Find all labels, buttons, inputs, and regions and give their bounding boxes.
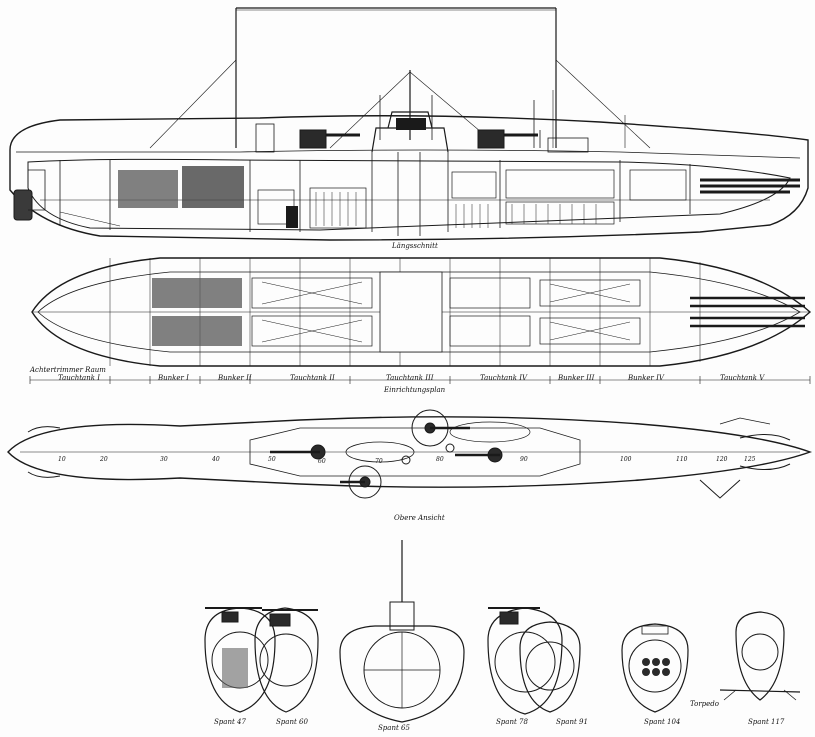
compartment-label: Tauchtank I (58, 374, 100, 382)
section-spant-47 (204, 607, 276, 713)
compartment-label: Bunker II (218, 374, 252, 382)
compartment-label: Tauchtank V (720, 374, 765, 382)
compartment-label: Achtertrimmer Raum (30, 366, 106, 374)
section-label: Spant 91 (556, 718, 588, 726)
frame-number: 50 (268, 456, 276, 463)
compartment-label: Tauchtank III (386, 374, 434, 382)
frame-number: 120 (716, 456, 728, 463)
longitudinal-section-label: Längsschnitt (392, 242, 438, 250)
frame-number: 10 (58, 456, 66, 463)
section-label: Spant 60 (276, 718, 308, 726)
section-spant-117 (719, 611, 801, 701)
section-spant-65 (339, 540, 465, 723)
section-label: Spant 117 (748, 718, 785, 726)
section-label: Spant 47 (214, 718, 246, 726)
compartment-label: Bunker III (558, 374, 595, 382)
cross-sections (204, 540, 801, 723)
plan-view (29, 257, 812, 384)
section-spant-78 (487, 607, 563, 715)
frame-number: 30 (160, 456, 168, 463)
section-spant-60 (254, 607, 319, 713)
compartment-label: Bunker I (158, 374, 189, 382)
compartment-label: Bunker IV (628, 374, 664, 382)
longitudinal-section (9, 7, 809, 241)
torpedo-label: Torpedo (690, 700, 720, 708)
section-spant-104 (621, 623, 689, 713)
frame-number: 125 (744, 456, 756, 463)
frame-number: 100 (620, 456, 632, 463)
top-view-label: Obere Ansicht (394, 514, 445, 522)
compartment-label: Tauchtank IV (480, 374, 528, 382)
frame-number: 60 (318, 458, 326, 465)
section-spant-91 (519, 621, 581, 713)
frame-number: 70 (375, 458, 383, 465)
frame-number: 20 (100, 456, 108, 463)
top-view (7, 409, 813, 499)
frame-number: 110 (676, 456, 688, 463)
frame-number: 40 (212, 456, 220, 463)
section-label: Spant 65 (378, 724, 410, 732)
section-label: Spant 104 (644, 718, 681, 726)
compartment-label: Tauchtank II (290, 374, 335, 382)
frame-number: 80 (436, 456, 444, 463)
plan-view-label: Einrichtungsplan (384, 386, 446, 394)
frame-number: 90 (520, 456, 528, 463)
section-label: Spant 78 (496, 718, 528, 726)
